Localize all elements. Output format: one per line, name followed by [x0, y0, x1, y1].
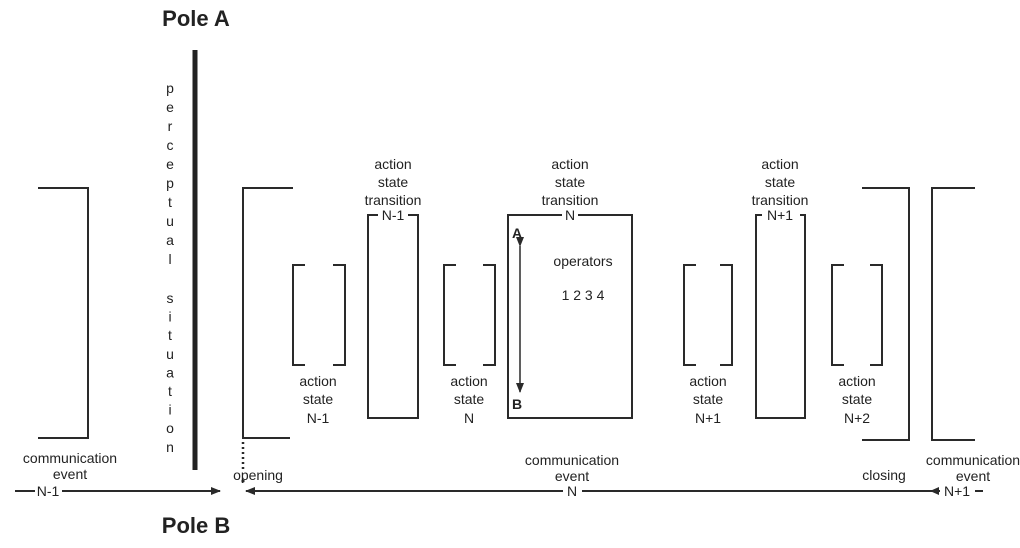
perceptual-situation-letter: e — [166, 99, 174, 115]
event-n-closing-bracket — [862, 187, 910, 441]
svg-text:communication: communication — [926, 452, 1020, 468]
communication-event-n-plus-1: communication event N+1 — [926, 452, 1020, 499]
action-state-n: action state N — [443, 264, 496, 426]
perceptual-situation-letter: o — [166, 420, 174, 436]
perceptual-situation-letter: i — [168, 402, 171, 418]
svg-text:communication: communication — [525, 452, 619, 468]
svg-text:N-1: N-1 — [382, 207, 405, 223]
svg-text:communication: communication — [23, 450, 117, 466]
perceptual-situation-letter: s — [167, 290, 174, 306]
event-n-1-bracket — [38, 187, 89, 439]
pole-b-label: Pole B — [162, 513, 230, 538]
svg-text:action: action — [551, 156, 588, 172]
perceptual-situation-letter: p — [166, 80, 174, 96]
svg-text:N: N — [464, 410, 474, 426]
svg-text:N+1: N+1 — [767, 207, 793, 223]
svg-text:event: event — [956, 468, 990, 484]
svg-text:N: N — [565, 207, 575, 223]
pole-a-label: Pole A — [162, 6, 230, 31]
perceptual-situation-letter: l — [168, 251, 171, 267]
svg-text:action: action — [450, 373, 487, 389]
perceptual-situation-letter: t — [168, 327, 172, 343]
svg-text:action: action — [689, 373, 726, 389]
svg-text:state: state — [454, 391, 485, 407]
svg-text:state: state — [693, 391, 724, 407]
operators-numbers: 1 2 3 4 — [562, 287, 605, 303]
svg-text:event: event — [53, 466, 87, 482]
svg-text:state: state — [378, 174, 409, 190]
operator-pole-a: A — [512, 225, 522, 241]
event-n-opening-bracket — [242, 187, 293, 439]
operators-label: operators — [553, 253, 612, 269]
action-state-n-plus-2: action state N+2 — [831, 264, 883, 426]
svg-text:N-1: N-1 — [37, 483, 60, 499]
svg-text:N+1: N+1 — [695, 410, 721, 426]
svg-text:transition: transition — [752, 192, 809, 208]
perceptual-situation-letter: t — [168, 194, 172, 210]
svg-text:N: N — [567, 483, 577, 499]
operator-pole-b: B — [512, 396, 522, 412]
svg-text:action: action — [374, 156, 411, 172]
perceptual-situation-letter: e — [166, 156, 174, 172]
svg-text:event: event — [555, 468, 589, 484]
perceptual-situation-letter: r — [168, 118, 173, 134]
svg-text:transition: transition — [542, 192, 599, 208]
perceptual-situation-letter: u — [166, 213, 174, 229]
svg-text:state: state — [842, 391, 873, 407]
perceptual-situation-letter: c — [167, 137, 174, 153]
svg-text:action: action — [838, 373, 875, 389]
svg-text:action: action — [299, 373, 336, 389]
communication-event-n: communication event N — [245, 452, 940, 499]
action-state-n-plus-1: action state N+1 — [683, 264, 733, 426]
svg-text:transition: transition — [365, 192, 422, 208]
svg-text:state: state — [303, 391, 334, 407]
svg-text:state: state — [555, 174, 586, 190]
svg-text:N-1: N-1 — [307, 410, 330, 426]
perceptual-situation-letter: a — [166, 232, 174, 248]
closing-label: closing — [862, 467, 906, 483]
svg-text:N+2: N+2 — [844, 410, 870, 426]
opening-label: opening — [233, 467, 283, 483]
svg-text:state: state — [765, 174, 796, 190]
communication-event-n-1: communication event N-1 — [15, 450, 221, 499]
action-state-n-1: action state N-1 — [292, 264, 346, 426]
perceptual-situation-letter: p — [166, 175, 174, 191]
action-state-transition-n-plus-1: action state transition N+1 — [752, 156, 809, 419]
perceptual-situation-letter: a — [166, 364, 174, 380]
perceptual-situation-letter: u — [166, 346, 174, 362]
svg-text:N+1: N+1 — [944, 483, 970, 499]
event-n-plus-1-bracket — [931, 187, 975, 441]
opening-dot — [241, 479, 245, 483]
action-state-transition-n: action state transition N A B operators … — [507, 156, 633, 419]
perceptual-situation-letter: n — [166, 439, 174, 455]
svg-text:action: action — [761, 156, 798, 172]
action-state-transition-n-1: action state transition N-1 — [365, 156, 422, 419]
perceptual-situation-letter: i — [168, 309, 171, 325]
perceptual-situation-letter: t — [168, 383, 172, 399]
